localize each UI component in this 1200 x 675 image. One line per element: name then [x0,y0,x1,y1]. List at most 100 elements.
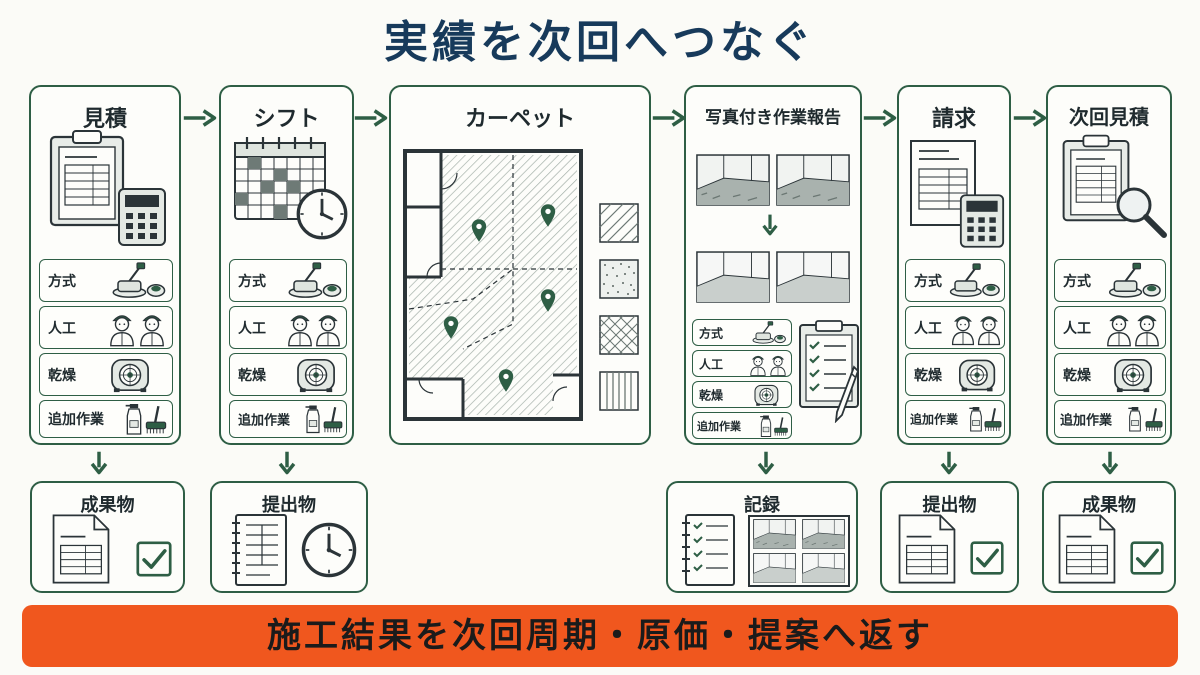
floor-machine-icon [1105,262,1161,300]
row-extra-work: 追加作業 [905,400,1005,438]
arrow-right-icon [182,108,218,128]
carpet-swatch-striped [599,371,639,411]
arrow-down-icon [940,450,958,476]
row-extra-work: 追加作業 [1054,400,1166,438]
floor-machine-icon [749,321,787,345]
clock-icon [295,187,349,241]
floor-machine-icon [946,262,1000,300]
notebook-icon [232,514,287,586]
checkmark-icon [1130,541,1164,575]
row-labor: 人工 [39,306,173,349]
spray-bottle-icon [759,414,773,438]
spray-bottle-icon [968,402,984,436]
estimate-output-box: 成果物 [30,481,185,593]
checklist-icon [682,514,735,586]
checkmark-icon [970,541,1004,575]
worker-icon [286,309,314,347]
brush-icon [1144,402,1164,436]
worker-icon [138,309,166,347]
photo-before-icon [776,153,850,207]
worker-icon [1133,309,1161,347]
row-extra-work: 追加作業 [692,412,792,439]
spray-bottle-icon [1127,402,1143,436]
magnifier-icon [1116,187,1167,238]
map-pin-icon [442,314,460,340]
document-icon [896,513,958,585]
dryer-fan-icon [753,383,781,407]
checklist-icon [799,320,859,408]
shift-heading: シフト [253,107,320,132]
photo-after-icon [696,249,770,305]
dryer-fan-icon [958,356,998,394]
row-method: 方式 [692,319,792,346]
carpet-swatch-crosshatch [599,315,639,355]
document-icon [50,513,112,585]
report-heading: 写真付き作業報告 [705,108,841,128]
report-output-box: 記録 [666,481,858,593]
carpet-heading: カーペット [464,107,575,132]
carpet-swatch-diagonal [599,203,639,243]
row-drying: 乾燥 [229,353,347,396]
arrow-down-icon [1101,450,1119,476]
row-labor: 人工 [1054,306,1166,349]
checkmark-icon [136,541,172,577]
row-method: 方式 [905,259,1005,302]
clipboard-icon [47,127,127,227]
shift-panel: シフト 方式 人工 乾燥 追加作業 [219,85,354,445]
row-extra-work: 追加作業 [229,400,347,438]
arrow-down-icon [762,213,778,237]
brush-icon [773,414,789,438]
invoice-heading: 請求 [931,107,976,132]
photo-after-icon [776,249,850,305]
estimate-heading: 見積 [82,107,127,132]
arrow-right-icon [862,108,898,128]
dryer-fan-icon [1113,356,1155,394]
row-extra-work: 追加作業 [39,400,173,438]
brush-icon [144,402,168,436]
spray-bottle-icon [304,402,322,436]
worker-icon [950,309,976,347]
next-estimate-panel: 次回見積 方式 人工 乾燥 追加作業 [1046,85,1172,445]
worker-icon [769,352,787,376]
arrow-right-icon [353,108,389,128]
carpet-panel: カーペット [389,85,651,445]
arrow-down-icon [278,450,296,476]
floor-plan [403,149,583,421]
calculator-icon [959,193,1005,249]
row-method: 方式 [229,259,347,302]
map-pin-icon [497,367,515,393]
row-labor: 人工 [229,306,347,349]
invoice-panel: 請求 方式 人工 乾燥 追加作業 [897,85,1011,445]
row-drying: 乾燥 [905,353,1005,396]
next-estimate-heading: 次回見積 [1069,105,1149,129]
footer-banner: 施工結果を次回周期・原価・提案へ返す [22,605,1178,667]
arrow-right-icon [651,108,687,128]
brush-icon [983,402,1003,436]
map-pin-icon [539,287,557,313]
worker-icon [1105,309,1133,347]
row-drying: 乾燥 [692,381,792,408]
clock-icon [300,521,358,579]
row-method: 方式 [1054,259,1166,302]
diagram-title: 実績を次回へつなぐ [384,17,816,68]
brush-icon [322,402,344,436]
shift-output-box: 提出物 [210,481,368,593]
carpet-swatch-dotted [599,259,639,299]
floor-machine-icon [106,262,168,300]
invoice-output-box: 提出物 [880,481,1019,593]
row-labor: 人工 [692,350,792,377]
photo-grid-icon [748,515,850,587]
photo-before-icon [696,153,770,207]
row-drying: 乾燥 [1054,353,1166,396]
report-panel: 写真付き作業報告 方式 人工 乾燥 追加作業 [684,85,862,445]
dryer-fan-icon [296,356,338,394]
next-estimate-output-box: 成果物 [1042,481,1176,593]
worker-icon [976,309,1002,347]
pen-icon [834,365,860,423]
map-pin-icon [470,217,488,243]
floor-machine-icon [284,262,342,300]
row-labor: 人工 [905,306,1005,349]
map-pin-icon [539,202,557,228]
row-method: 方式 [39,259,173,302]
calculator-icon [117,187,167,247]
